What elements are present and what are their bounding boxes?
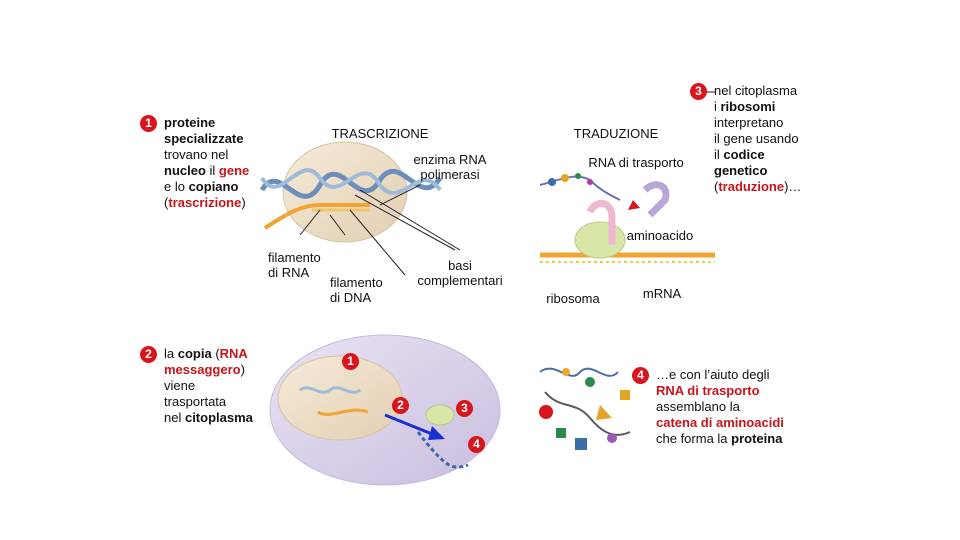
transcription-illustration <box>259 141 507 276</box>
cell-marker-2: 2 <box>392 397 409 414</box>
ribosome-label: ribosoma <box>546 291 600 306</box>
cell-marker-3: 3 <box>456 400 473 417</box>
step4-text: …e con l’aiuto degli RNA di trasporto as… <box>656 367 784 446</box>
mrna-label: mRNA <box>642 286 682 301</box>
step1-badge: 1 <box>140 115 157 132</box>
transcription-title: TRASCRIZIONE <box>331 126 429 141</box>
cell-marker-1: 1 <box>342 353 359 370</box>
step3-text: nel citoplasma i ribosomi interpretano i… <box>714 83 802 194</box>
protein-chain-illustration <box>520 355 645 470</box>
translation-illustration <box>535 148 720 263</box>
trna-label: RNA di trasporto <box>588 155 684 170</box>
translation-title: TRADUZIONE <box>573 126 659 141</box>
step4-badge: 4 <box>632 367 649 384</box>
step3-badge: 3 <box>690 83 707 100</box>
cell-marker-4: 4 <box>468 436 485 453</box>
cell-illustration <box>269 334 501 486</box>
step2-badge: 2 <box>140 346 157 363</box>
amino-acid-label: aminoacido <box>626 228 694 243</box>
step2-text: la copia (RNA messaggero) viene trasport… <box>164 346 253 425</box>
step1-text: proteine specializzate trovano nel nucle… <box>164 115 250 210</box>
